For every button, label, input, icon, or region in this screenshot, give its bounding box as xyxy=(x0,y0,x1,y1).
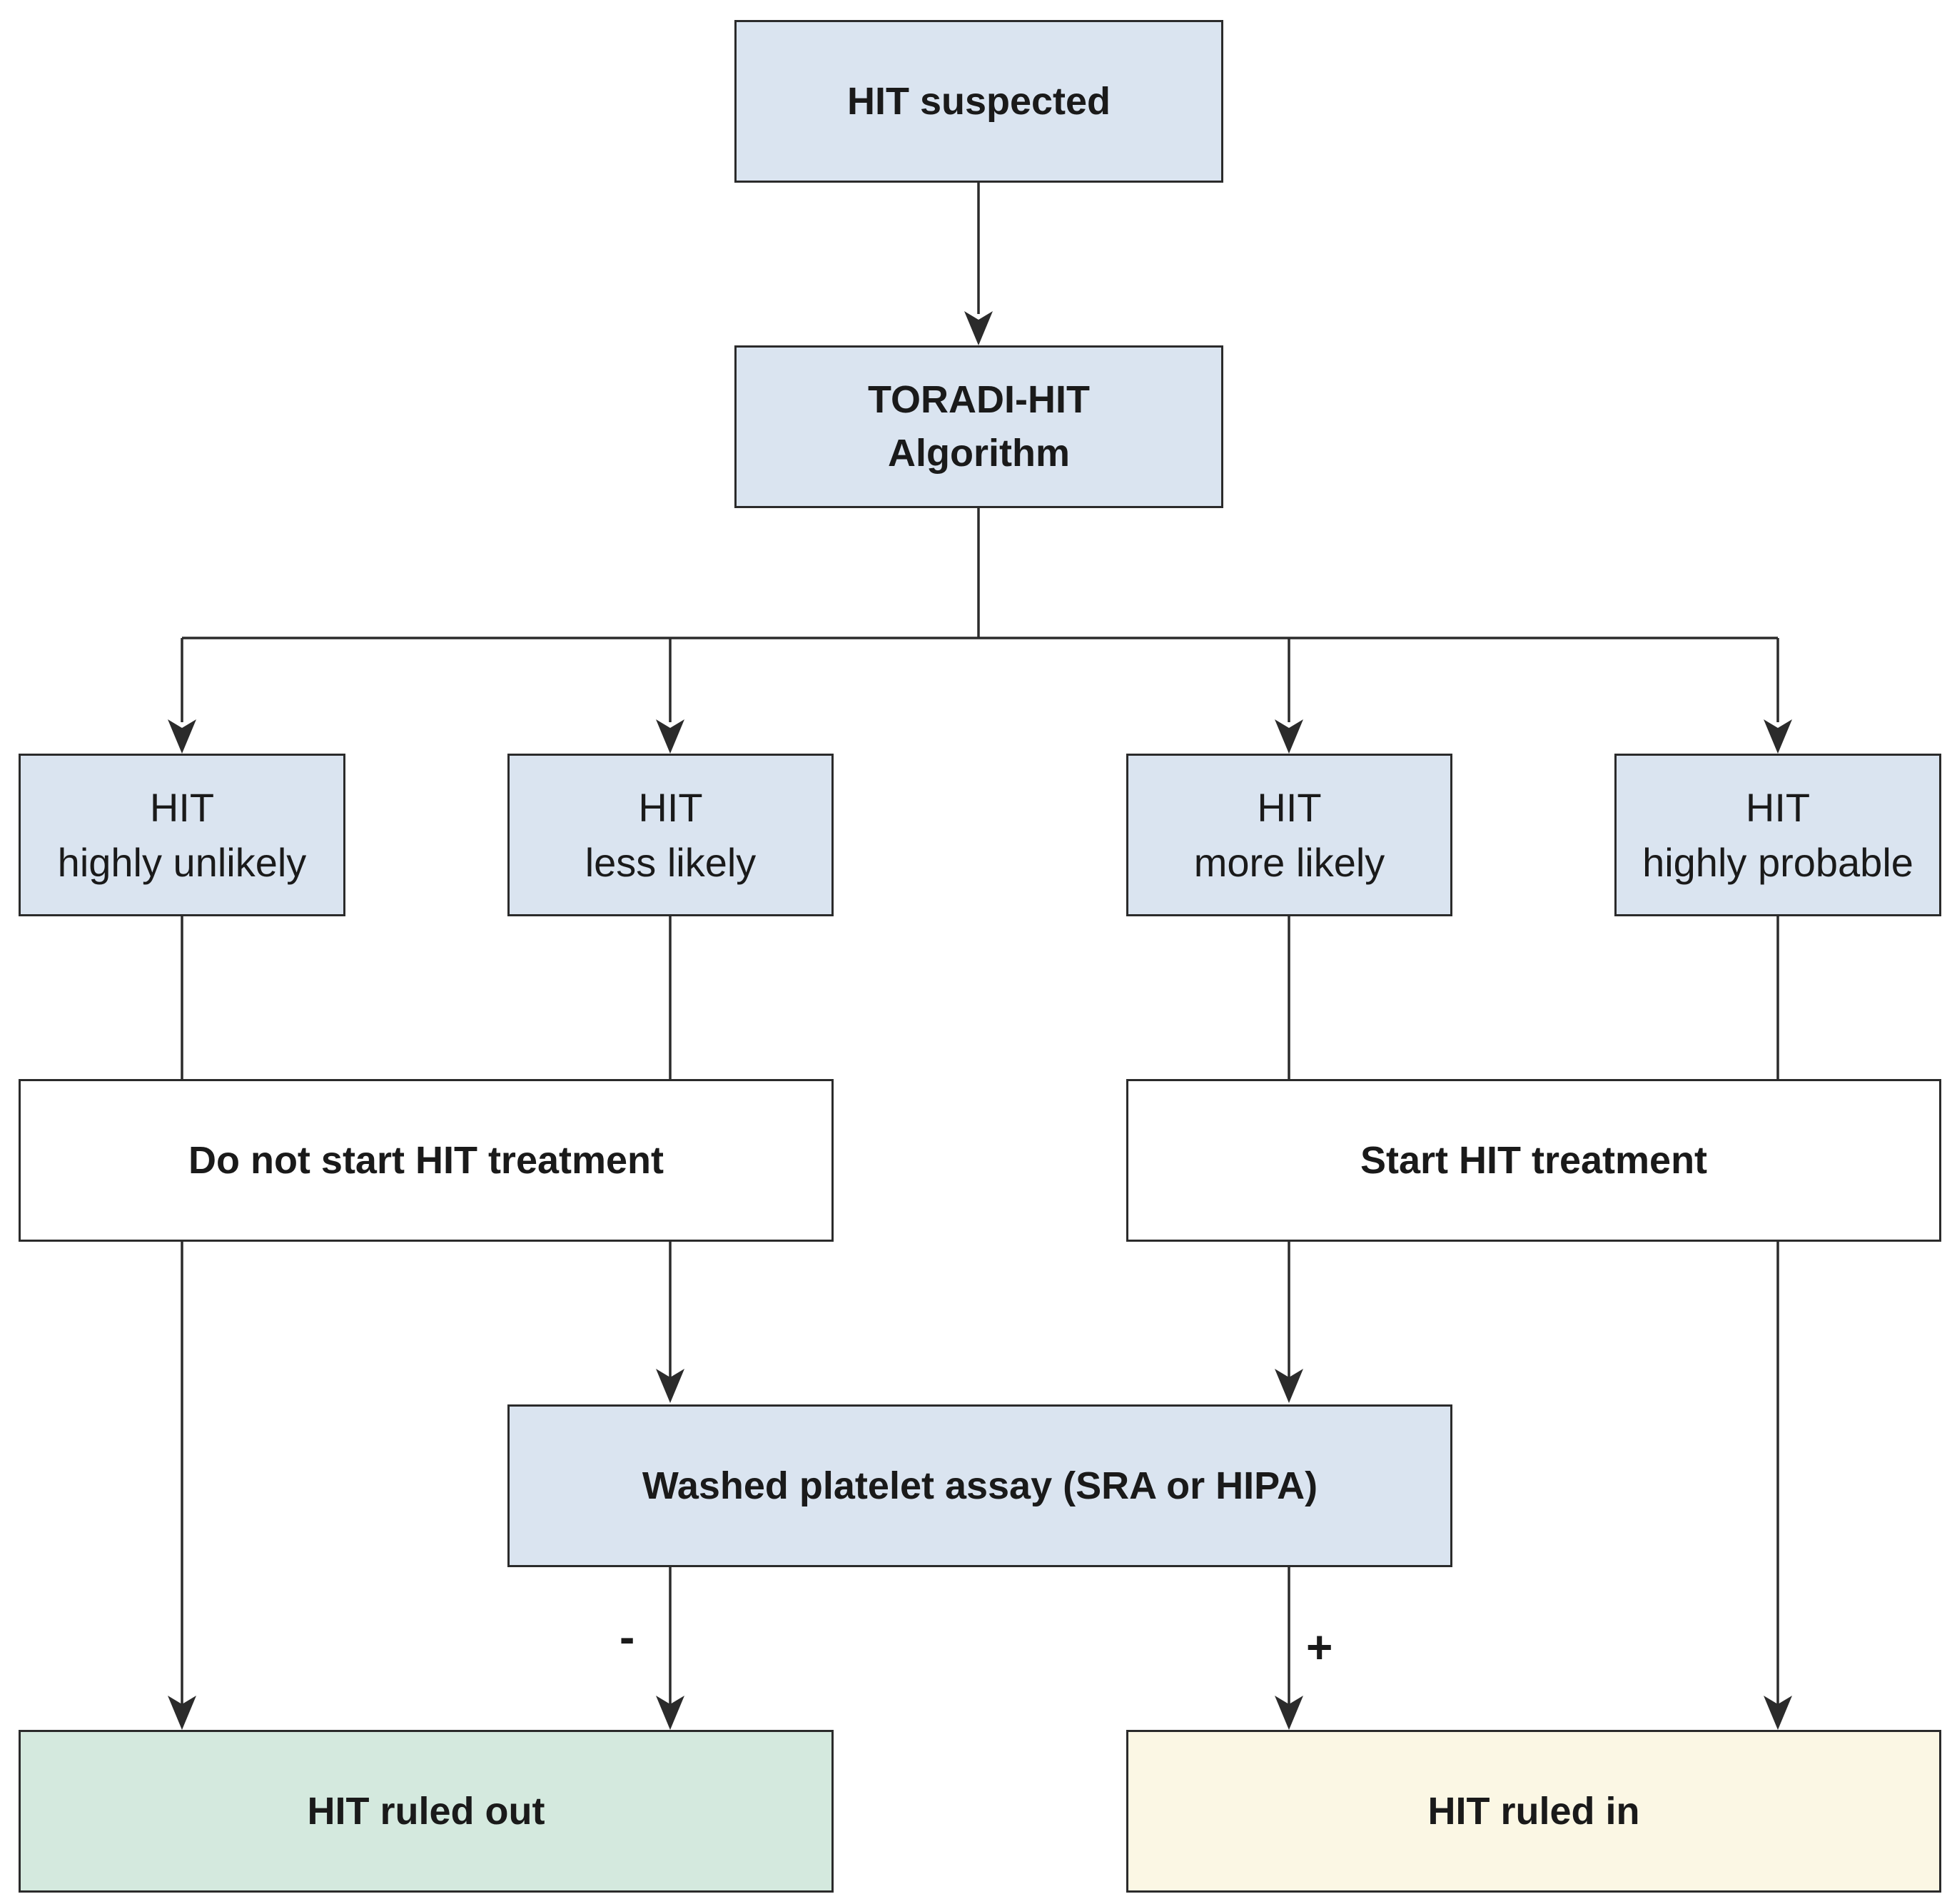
arrowhead-highly-unlikely xyxy=(168,719,196,754)
arrowhead-highly-probable xyxy=(1764,719,1792,754)
less-likely-label-line1: HIT xyxy=(638,784,703,830)
arrowhead-assay-left xyxy=(656,1369,684,1403)
highly-probable-label-line1: HIT xyxy=(1745,784,1811,830)
arrowhead-assay-right xyxy=(1275,1369,1303,1403)
do-not-start-treatment-label: Do not start HIT treatment xyxy=(188,1138,664,1182)
do-not-start-treatment-node: Do not start HIT treatment xyxy=(19,1079,834,1242)
start-treatment-node: Start HIT treatment xyxy=(1126,1079,1941,1242)
arrowhead-more-likely xyxy=(1275,719,1303,754)
more-likely-label-line2: more likely xyxy=(1193,840,1385,885)
more-likely-label-line1: HIT xyxy=(1257,784,1322,830)
arrowhead-less-likely xyxy=(656,719,684,754)
less-likely-label-line2: less likely xyxy=(585,840,757,885)
toradi-algorithm-node: TORADI-HIT Algorithm xyxy=(734,345,1223,508)
toradi-algorithm-label-line2: Algorithm xyxy=(888,432,1070,475)
hit-suspected-node: HIT suspected xyxy=(734,20,1223,183)
highly-unlikely-label-line2: highly unlikely xyxy=(57,840,307,885)
highly-probable-label-line2: highly probable xyxy=(1642,840,1913,885)
negative-result-label: - xyxy=(620,1611,635,1663)
arrowhead-ruled-in-right xyxy=(1764,1696,1792,1730)
hit-suspected-label: HIT suspected xyxy=(846,79,1111,123)
arrowhead-ruled-in-left xyxy=(1275,1696,1303,1730)
ruled-out-label: HIT ruled out xyxy=(307,1789,545,1833)
arrowhead-ruled-out-right xyxy=(656,1696,684,1730)
washed-platelet-assay-node: Washed platelet assay (SRA or HIPA) xyxy=(507,1404,1452,1567)
ruled-in-label: HIT ruled in xyxy=(1427,1789,1640,1833)
hit-ruled-out-node: HIT ruled out xyxy=(19,1730,834,1893)
arrowhead-ruled-out-left xyxy=(168,1696,196,1730)
hit-less-likely-node: HIT less likely xyxy=(507,754,834,916)
washed-platelet-assay-label: Washed platelet assay (SRA or HIPA) xyxy=(642,1464,1318,1507)
hit-more-likely-node: HIT more likely xyxy=(1126,754,1452,916)
arrowhead-algorithm xyxy=(964,311,993,345)
hit-ruled-in-node: HIT ruled in xyxy=(1126,1730,1941,1893)
positive-result-label: + xyxy=(1306,1621,1333,1673)
toradi-algorithm-label-line1: TORADI-HIT xyxy=(868,378,1090,422)
highly-unlikely-label-line1: HIT xyxy=(149,784,215,830)
start-treatment-label: Start HIT treatment xyxy=(1360,1138,1708,1182)
hit-highly-unlikely-node: HIT highly unlikely xyxy=(19,754,345,916)
hit-highly-probable-node: HIT highly probable xyxy=(1614,754,1941,916)
